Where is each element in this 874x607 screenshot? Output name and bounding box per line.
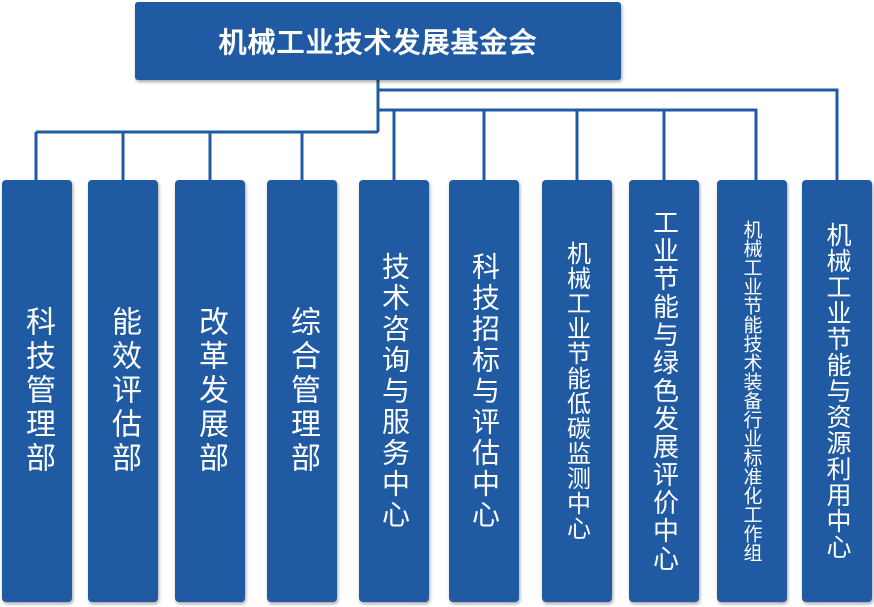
department-label: 综合管理部 — [285, 306, 320, 476]
department-label: 改革发展部 — [193, 306, 228, 476]
root-node: 机械工业技术发展基金会 — [135, 2, 621, 80]
department-label: 工业节能与绿色发展评价中心 — [648, 209, 679, 573]
department-box: 机械工业节能低碳监测中心 — [542, 180, 612, 602]
department-label: 能效评估部 — [106, 306, 141, 476]
department-box: 科技招标与评估中心 — [449, 180, 519, 602]
department-label: 科技管理部 — [20, 306, 55, 476]
department-box: 技术咨询与服务中心 — [359, 180, 429, 602]
department-box: 工业节能与绿色发展评价中心 — [629, 180, 699, 602]
department-box: 改革发展部 — [175, 180, 245, 602]
connector-rail-2 — [378, 108, 758, 180]
department-label: 机械工业节能技术装备行业标准化工作组 — [740, 220, 763, 562]
department-box: 综合管理部 — [267, 180, 337, 602]
connector-rail-3 — [378, 88, 839, 180]
department-box: 能效评估部 — [88, 180, 158, 602]
root-label: 机械工业技术发展基金会 — [218, 26, 538, 59]
department-box: 机械工业节能与资源利用中心 — [802, 180, 872, 602]
department-box: 科技管理部 — [2, 180, 72, 602]
department-box: 机械工业节能技术装备行业标准化工作组 — [717, 180, 787, 602]
department-label: 科技招标与评估中心 — [468, 251, 501, 531]
department-label: 机械工业节能与资源利用中心 — [823, 222, 852, 560]
department-label: 技术咨询与服务中心 — [378, 251, 411, 531]
department-label: 机械工业节能低碳监测中心 — [562, 241, 591, 541]
